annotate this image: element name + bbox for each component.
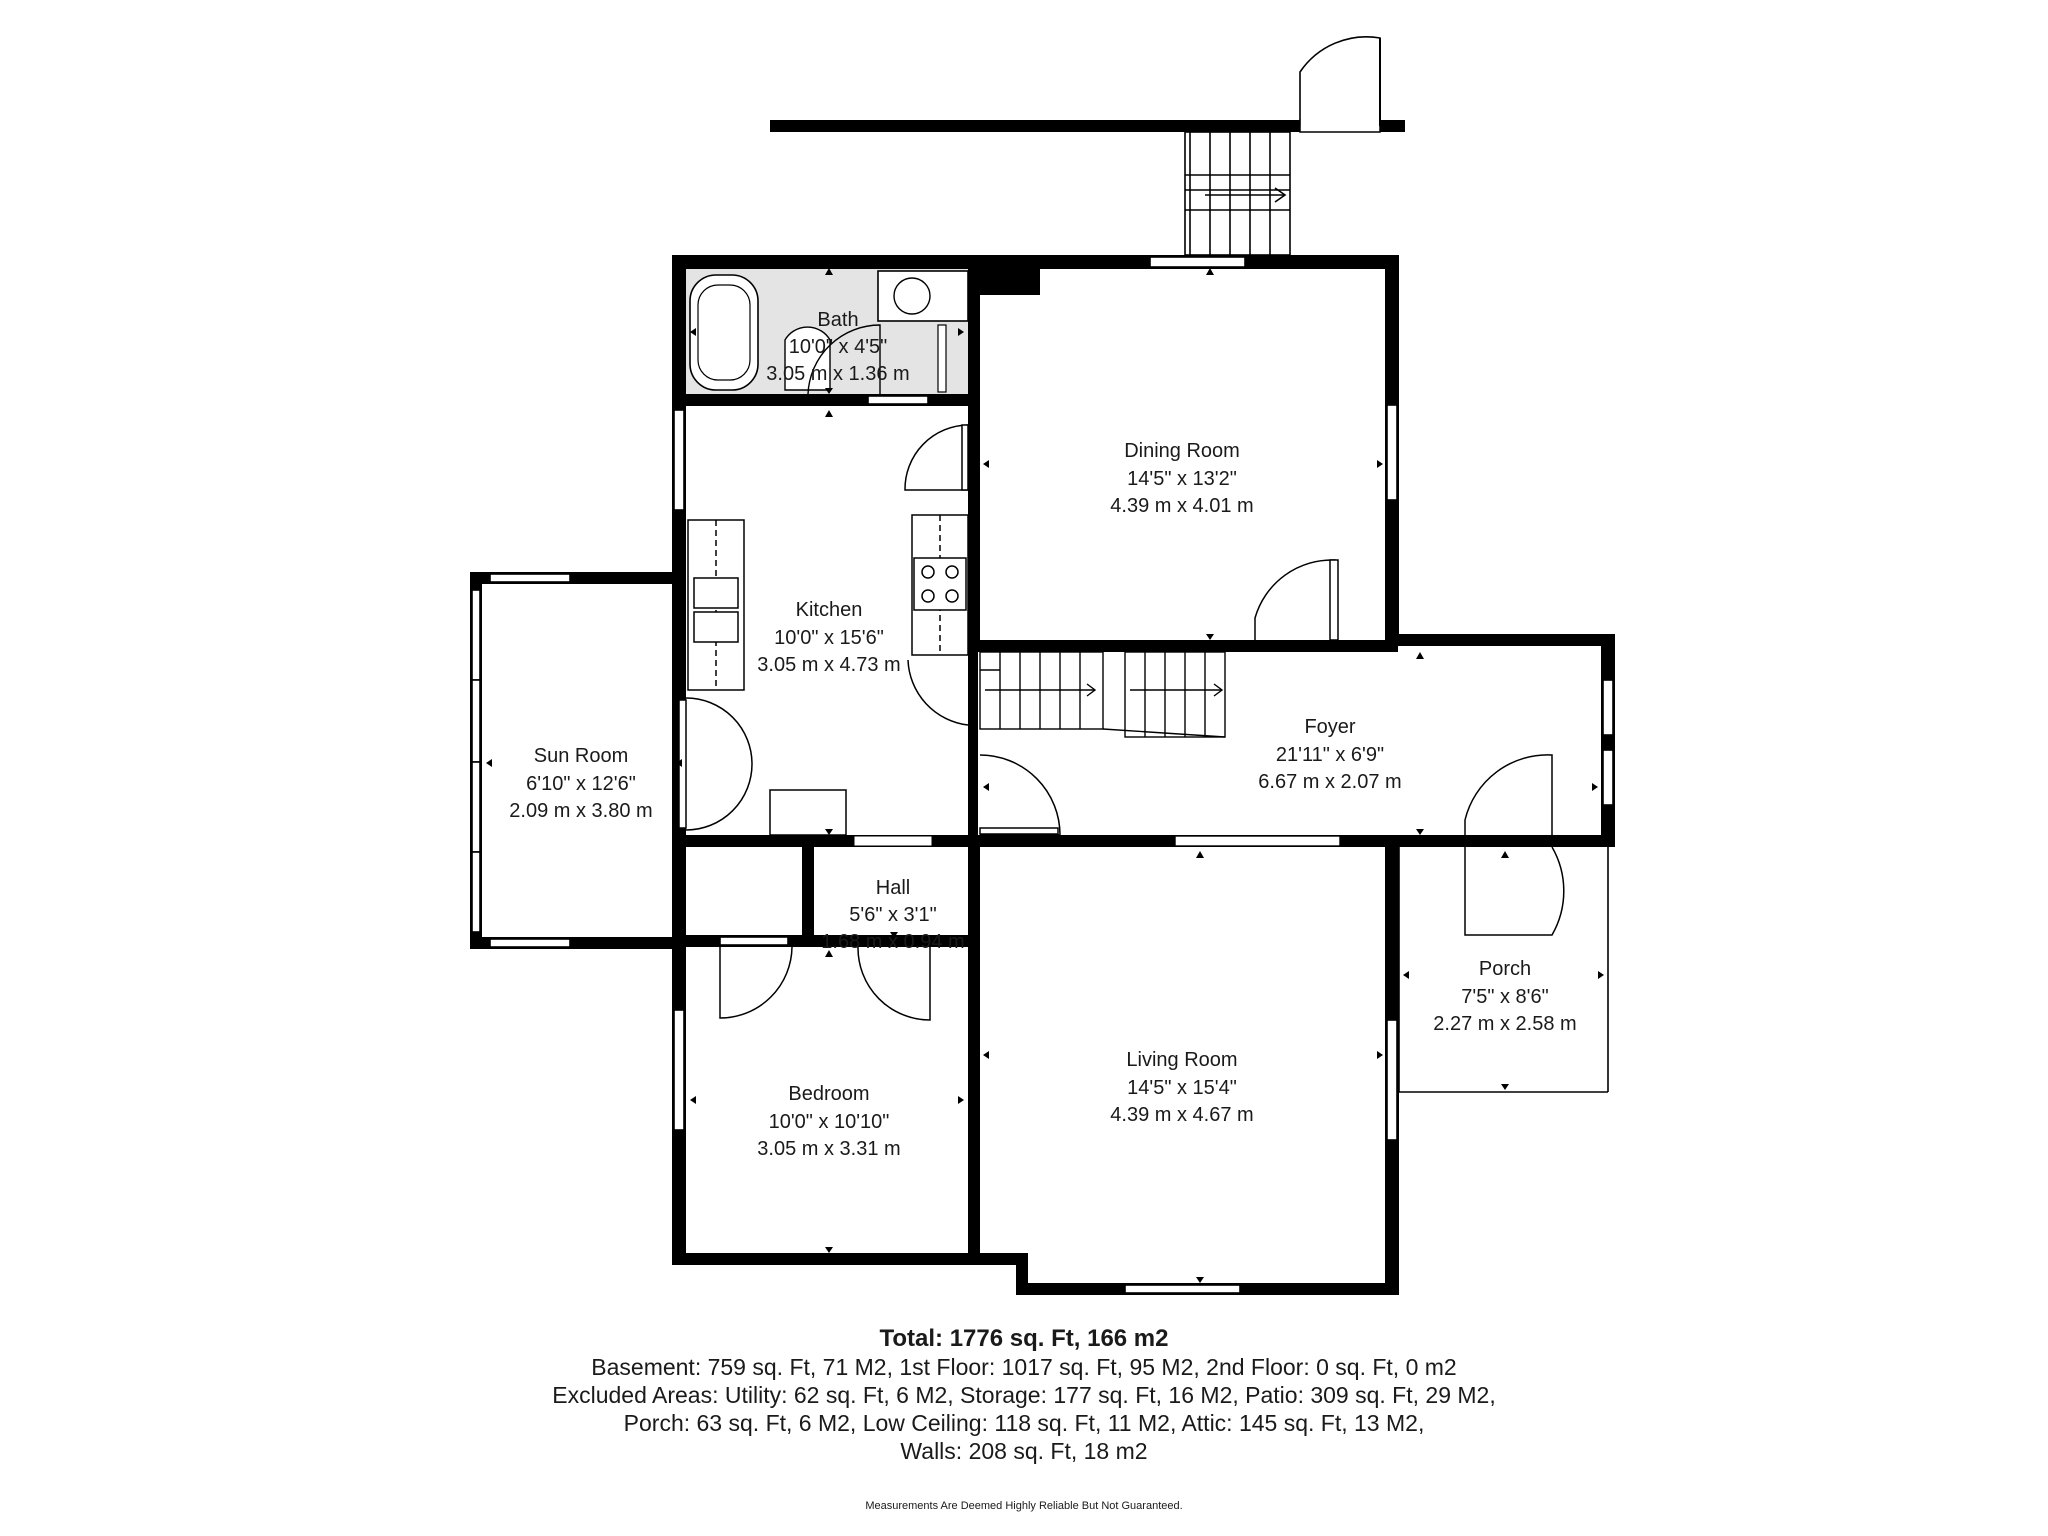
living-name: Living Room [1126, 1049, 1237, 1071]
summary-line-2: Excluded Areas: Utility: 62 sq. Ft, 6 M2… [552, 1382, 1496, 1408]
hall-metric: 1.68 m x 0.94 m [821, 931, 964, 953]
summary-line-4: Walls: 208 sq. Ft, 18 m2 [900, 1438, 1148, 1464]
deck-top [770, 36, 1405, 133]
summary-line-3: Porch: 63 sq. Ft, 6 M2, Low Ceiling: 118… [623, 1410, 1425, 1436]
room-label-kitchen: Kitchen 10'0" x 15'6" 3.05 m x 4.73 m [757, 599, 900, 676]
room-label-hall: Hall 5'6" x 3'1" 1.68 m x 0.94 m [821, 877, 964, 953]
porch-name: Porch [1479, 958, 1531, 980]
kitchen-imperial: 10'0" x 15'6" [774, 627, 884, 649]
room-label-foyer: Foyer 21'11" x 6'9" 6.67 m x 2.07 m [1258, 716, 1401, 793]
foyer-stairs [979, 651, 1226, 738]
foyer-name: Foyer [1304, 716, 1355, 738]
porch-outline [1398, 847, 1609, 1093]
room-label-bedroom: Bedroom 10'0" x 10'10" 3.05 m x 3.31 m [757, 1083, 900, 1160]
dining-name: Dining Room [1124, 440, 1240, 462]
kitchen-fixtures [678, 424, 969, 836]
dining-metric: 4.39 m x 4.01 m [1110, 495, 1253, 517]
sun-metric: 2.09 m x 3.80 m [509, 800, 652, 822]
room-label-bath: Bath 10'0" x 4'5" 3.05 m x 1.36 m [766, 309, 909, 385]
summary-line-1: Basement: 759 sq. Ft, 71 M2, 1st Floor: … [591, 1354, 1457, 1380]
sun-imperial: 6'10" x 12'6" [526, 773, 636, 795]
room-label-porch: Porch 7'5" x 8'6" 2.27 m x 2.58 m [1433, 958, 1576, 1035]
bedroom-doors [719, 946, 931, 1021]
foyer-metric: 6.67 m x 2.07 m [1258, 771, 1401, 793]
foyer-imperial: 21'11" x 6'9" [1276, 744, 1384, 766]
bath-metric: 3.05 m x 1.36 m [766, 363, 909, 385]
disclaimer: Measurements Are Deemed Highly Reliable … [865, 1500, 1183, 1512]
bath-area [686, 269, 969, 395]
hall-closet [686, 847, 802, 935]
foyer-doors [979, 559, 1565, 936]
hall-imperial: 5'6" x 3'1" [849, 904, 936, 926]
bedroom-name: Bedroom [788, 1083, 869, 1105]
bath-imperial: 10'0" x 4'5" [789, 336, 888, 358]
sun-name: Sun Room [534, 745, 629, 767]
bedroom-imperial: 10'0" x 10'10" [769, 1111, 890, 1133]
walls [470, 255, 1615, 1295]
windows [471, 256, 1614, 1294]
room-label-dining: Dining Room 14'5" x 13'2" 4.39 m x 4.01 … [1110, 440, 1253, 517]
kitchen-metric: 3.05 m x 4.73 m [757, 654, 900, 676]
living-imperial: 14'5" x 15'4" [1127, 1077, 1237, 1099]
exterior-stairs [1184, 131, 1291, 256]
living-metric: 4.39 m x 4.67 m [1110, 1104, 1253, 1126]
porch-imperial: 7'5" x 8'6" [1461, 986, 1548, 1008]
bedroom-metric: 3.05 m x 3.31 m [757, 1138, 900, 1160]
kitchen-name: Kitchen [796, 599, 863, 621]
dining-imperial: 14'5" x 13'2" [1127, 468, 1237, 490]
hall-name: Hall [876, 877, 910, 899]
room-label-sun: Sun Room 6'10" x 12'6" 2.09 m x 3.80 m [509, 745, 652, 822]
dimension-ticks [486, 268, 1604, 1283]
area-summary: Total: 1776 sq. Ft, 166 m2 Basement: 759… [0, 1325, 2048, 1465]
summary-total: Total: 1776 sq. Ft, 166 m2 [879, 1325, 1169, 1352]
room-label-living: Living Room 14'5" x 15'4" 4.39 m x 4.67 … [1110, 1049, 1253, 1126]
bath-name: Bath [817, 309, 858, 331]
porch-metric: 2.27 m x 2.58 m [1433, 1013, 1576, 1035]
